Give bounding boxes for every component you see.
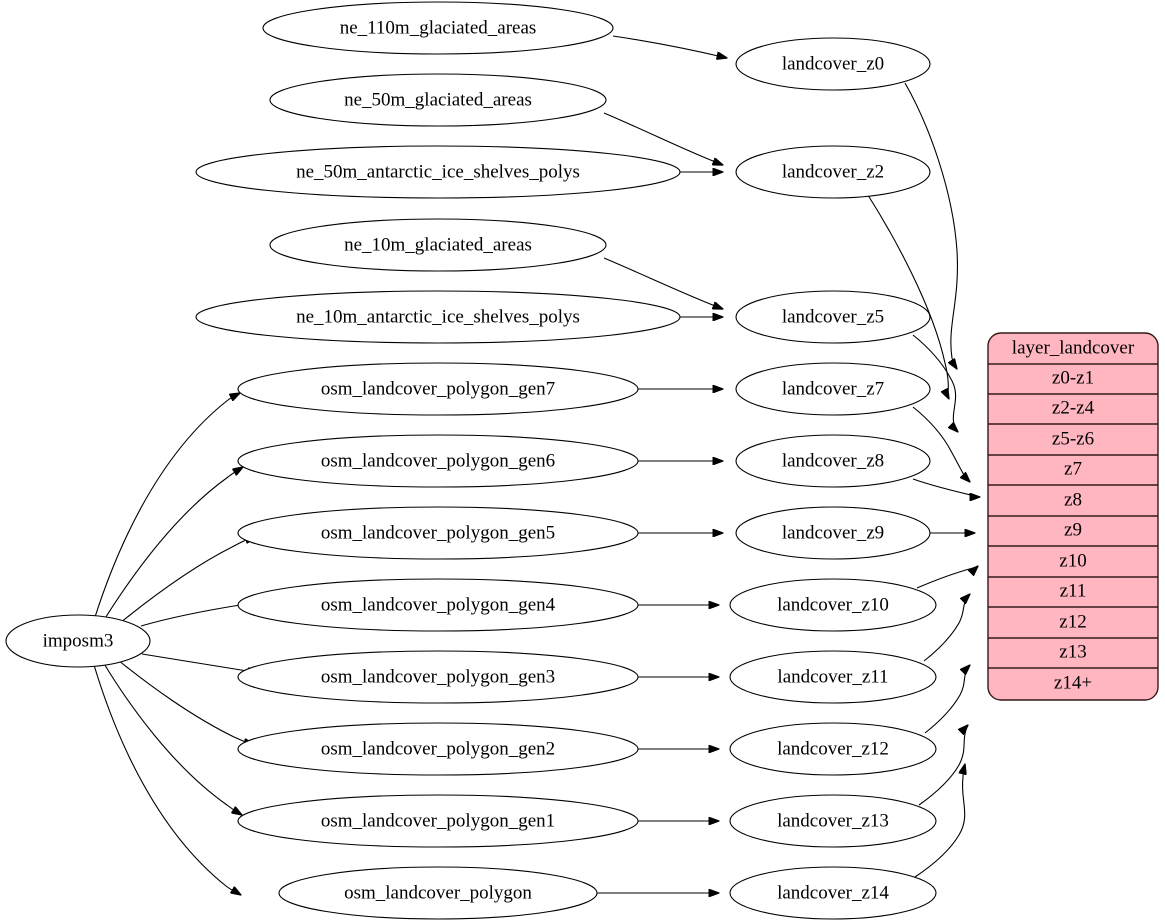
edge-z13-to-row-z13 xyxy=(918,725,968,806)
node-label: osm_landcover_polygon_gen2 xyxy=(321,738,555,759)
node-landcover_z5[interactable]: landcover_z5 xyxy=(735,290,931,344)
node-label: landcover_z14 xyxy=(777,882,889,903)
edge-imposm3-to-gen7 xyxy=(94,393,240,618)
edge-z5-to-row-z5z6 xyxy=(912,334,958,432)
node-label: landcover_z2 xyxy=(782,161,884,182)
node-osm_landcover_polygon_gen6[interactable]: osm_landcover_polygon_gen6 xyxy=(237,434,639,488)
node-landcover_z10[interactable]: landcover_z10 xyxy=(729,578,937,632)
node-label: landcover_z5 xyxy=(782,306,884,327)
edges-natural-earth xyxy=(603,35,727,317)
node-landcover_z7[interactable]: landcover_z7 xyxy=(735,362,931,416)
node-osm_landcover_polygon_gen2[interactable]: osm_landcover_polygon_gen2 xyxy=(237,722,639,776)
node-label: landcover_z9 xyxy=(782,522,884,543)
edge-imposm3-to-gen5 xyxy=(119,536,255,624)
node-landcover_z2[interactable]: landcover_z2 xyxy=(735,145,931,199)
edge-z7-to-row-z7 xyxy=(912,406,970,482)
node-label: ne_110m_glaciated_areas xyxy=(340,17,537,38)
table-row-z12[interactable]: z12 xyxy=(1059,611,1086,632)
natural-earth-node-group: ne_110m_glaciated_areas ne_50m_glaciated… xyxy=(195,1,681,344)
edge-imposm3-to-gen1 xyxy=(102,661,242,815)
node-label: osm_landcover_polygon_gen4 xyxy=(321,594,556,615)
node-label: ne_10m_glaciated_areas xyxy=(344,234,532,255)
node-landcover_z12[interactable]: landcover_z12 xyxy=(729,722,937,776)
node-landcover_z13[interactable]: landcover_z13 xyxy=(729,794,937,848)
node-osm_landcover_polygon[interactable]: osm_landcover_polygon xyxy=(278,866,598,920)
node-osm_landcover_polygon_gen5[interactable]: osm_landcover_polygon_gen5 xyxy=(237,506,639,560)
node-label: osm_landcover_polygon xyxy=(344,882,532,903)
node-landcover_z8[interactable]: landcover_z8 xyxy=(735,434,931,488)
table-row-z5z6[interactable]: z5-z6 xyxy=(1052,428,1094,449)
node-label: landcover_z12 xyxy=(777,738,889,759)
node-label: ne_10m_antarctic_ice_shelves_polys xyxy=(296,306,580,327)
table-row-z9[interactable]: z9 xyxy=(1064,519,1082,540)
edge-z8-to-row-z8 xyxy=(912,478,980,497)
landcover-node-group: landcover_z0 landcover_z2 landcover_z5 l… xyxy=(729,37,937,920)
node-imposm3[interactable]: imposm3 xyxy=(5,614,151,668)
edge-z11-to-row-z11 xyxy=(923,594,970,662)
edge-ne110-to-z0 xyxy=(612,35,727,58)
node-label: landcover_z13 xyxy=(777,810,889,831)
node-label: ne_50m_glaciated_areas xyxy=(344,89,532,110)
edge-z14-to-row-z14plus xyxy=(914,764,965,878)
node-label: osm_landcover_polygon_gen3 xyxy=(321,666,555,687)
node-label: imposm3 xyxy=(43,630,114,651)
edge-ne50glac-to-z2 xyxy=(603,112,723,165)
table-row-z2z4[interactable]: z2-z4 xyxy=(1052,397,1095,418)
table-row-z11[interactable]: z11 xyxy=(1060,580,1087,601)
node-label: landcover_z0 xyxy=(782,53,884,74)
node-ne_50m_antarctic_ice_shelves_polys[interactable]: ne_50m_antarctic_ice_shelves_polys xyxy=(195,145,681,199)
node-landcover_z9[interactable]: landcover_z9 xyxy=(735,506,931,560)
node-ne_10m_glaciated_areas[interactable]: ne_10m_glaciated_areas xyxy=(269,218,607,272)
node-osm_landcover_polygon_gen3[interactable]: osm_landcover_polygon_gen3 xyxy=(237,650,639,704)
node-label: ne_50m_antarctic_ice_shelves_polys xyxy=(296,161,580,182)
table-row-z14plus[interactable]: z14+ xyxy=(1054,672,1092,693)
node-label: osm_landcover_polygon_gen5 xyxy=(321,522,555,543)
table-row-z0z1[interactable]: z0-z1 xyxy=(1052,367,1094,388)
table-row-z13[interactable]: z13 xyxy=(1059,641,1086,662)
edge-imposm3-to-polygon xyxy=(93,664,241,895)
edge-z2-to-row-z2z4 xyxy=(865,191,949,399)
edge-z10-to-row-z10 xyxy=(916,566,978,589)
node-label: landcover_z7 xyxy=(782,378,884,399)
node-ne_10m_antarctic_ice_shelves_polys[interactable]: ne_10m_antarctic_ice_shelves_polys xyxy=(195,290,681,344)
table-row-z8[interactable]: z8 xyxy=(1064,489,1082,510)
edge-z12-to-row-z12 xyxy=(924,665,970,734)
node-osm_landcover_polygon_gen1[interactable]: osm_landcover_polygon_gen1 xyxy=(237,794,639,848)
node-label: landcover_z11 xyxy=(777,666,888,687)
node-landcover_z14[interactable]: landcover_z14 xyxy=(729,866,937,920)
table-header-label: layer_landcover xyxy=(1012,337,1135,358)
table-row-z10[interactable]: z10 xyxy=(1059,550,1086,571)
edge-z0-to-row-z0z1 xyxy=(904,82,957,369)
edge-imposm3-to-gen3 xyxy=(141,653,258,673)
node-label: osm_landcover_polygon_gen1 xyxy=(321,810,555,831)
edges-imposm3 xyxy=(93,393,258,895)
node-ne_110m_glaciated_areas[interactable]: ne_110m_glaciated_areas xyxy=(262,1,614,55)
node-osm_landcover_polygon_gen4[interactable]: osm_landcover_polygon_gen4 xyxy=(237,578,639,632)
table-row-z7[interactable]: z7 xyxy=(1064,458,1082,479)
edges-landcover-to-layer xyxy=(865,82,980,878)
node-osm_landcover_polygon_gen7[interactable]: osm_landcover_polygon_gen7 xyxy=(237,362,639,416)
node-label: landcover_z10 xyxy=(777,594,889,615)
node-landcover_z0[interactable]: landcover_z0 xyxy=(735,37,931,91)
node-label: landcover_z8 xyxy=(782,450,884,471)
node-ne_50m_glaciated_areas[interactable]: ne_50m_glaciated_areas xyxy=(269,73,607,127)
osm-node-group: osm_landcover_polygon_gen7 osm_landcover… xyxy=(237,362,639,920)
edges-osm-to-landcover xyxy=(597,389,723,893)
edge-imposm3-to-gen2 xyxy=(117,659,254,745)
node-label: osm_landcover_polygon_gen6 xyxy=(321,450,555,471)
layer-landcover-table[interactable]: layer_landcover z0-z1 z2-z4 z5-z6 z7 z8 … xyxy=(987,332,1159,701)
node-landcover_z11[interactable]: landcover_z11 xyxy=(729,650,937,704)
edge-ne10glac-to-z5 xyxy=(603,257,723,309)
node-label: osm_landcover_polygon_gen7 xyxy=(321,378,555,399)
edge-imposm3-to-gen6 xyxy=(103,467,243,621)
